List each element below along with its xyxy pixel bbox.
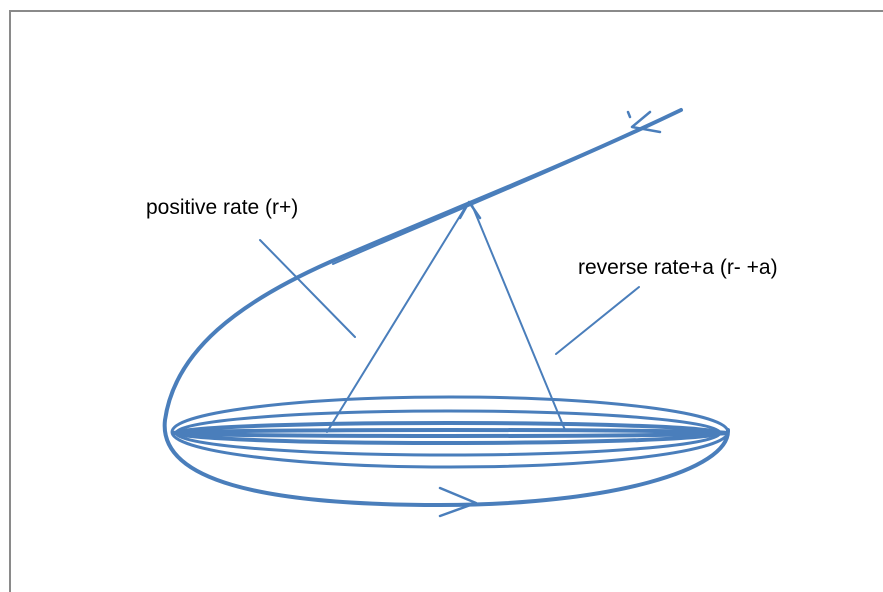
positive-rate-pointer (259, 239, 356, 338)
rise-arrow-right (471, 204, 566, 431)
apex-arrowhead (458, 200, 482, 220)
reverse-rate-pointer (555, 286, 640, 355)
main-trajectory-curve (162, 108, 731, 507)
positive-rate-label: positive rate (r+) (146, 196, 299, 219)
ellipse-orbit (170, 395, 730, 469)
reverse-rate-label: reverse rate+a (r- +a) (578, 256, 778, 279)
top-arrowhead (626, 110, 662, 134)
main-trajectory-curve-overstroke (332, 111, 677, 265)
diagram-frame (9, 10, 883, 592)
bottom-arrowhead (438, 486, 478, 518)
rise-arrow-left (326, 202, 469, 433)
